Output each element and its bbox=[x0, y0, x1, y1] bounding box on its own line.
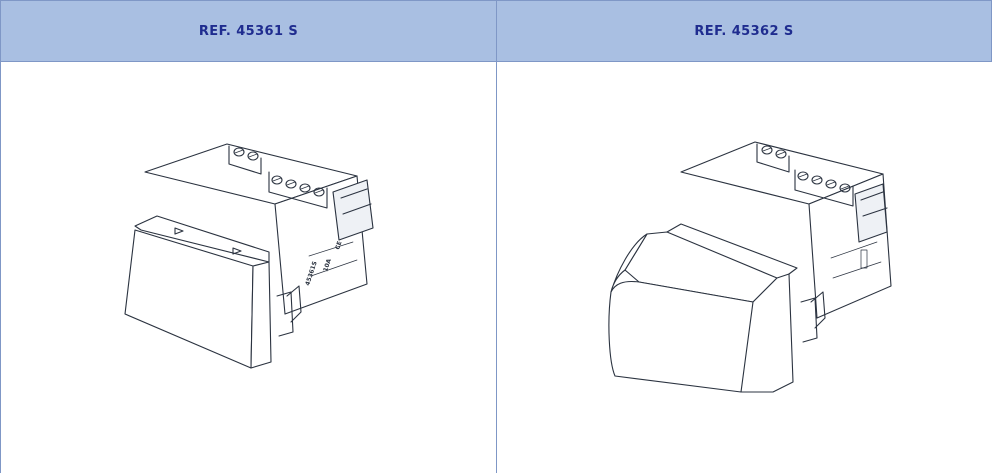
header-ref-45361-label: REF. 45361 S bbox=[198, 23, 299, 39]
terminal-screws-left bbox=[761, 145, 787, 159]
header-ref-45362-label: REF. 45362 S bbox=[694, 23, 794, 39]
product-cell-45361: 45361S 10A CE bbox=[0, 61, 497, 473]
header-ref-45361: REF. 45361 S bbox=[0, 0, 497, 61]
switch-module-45362-drawing bbox=[608, 141, 892, 393]
svg-text:CE: CE bbox=[334, 240, 343, 250]
header-ref-45362: REF. 45362 S bbox=[497, 0, 992, 61]
terminal-screws-right bbox=[797, 171, 851, 193]
product-cell-45362 bbox=[497, 61, 992, 473]
terminal-screws-left bbox=[233, 147, 259, 161]
switch-module-45361-drawing: 45361S 10A CE bbox=[124, 143, 374, 369]
terminal-screws-right bbox=[271, 175, 325, 197]
svg-text:10A: 10A bbox=[322, 258, 333, 273]
